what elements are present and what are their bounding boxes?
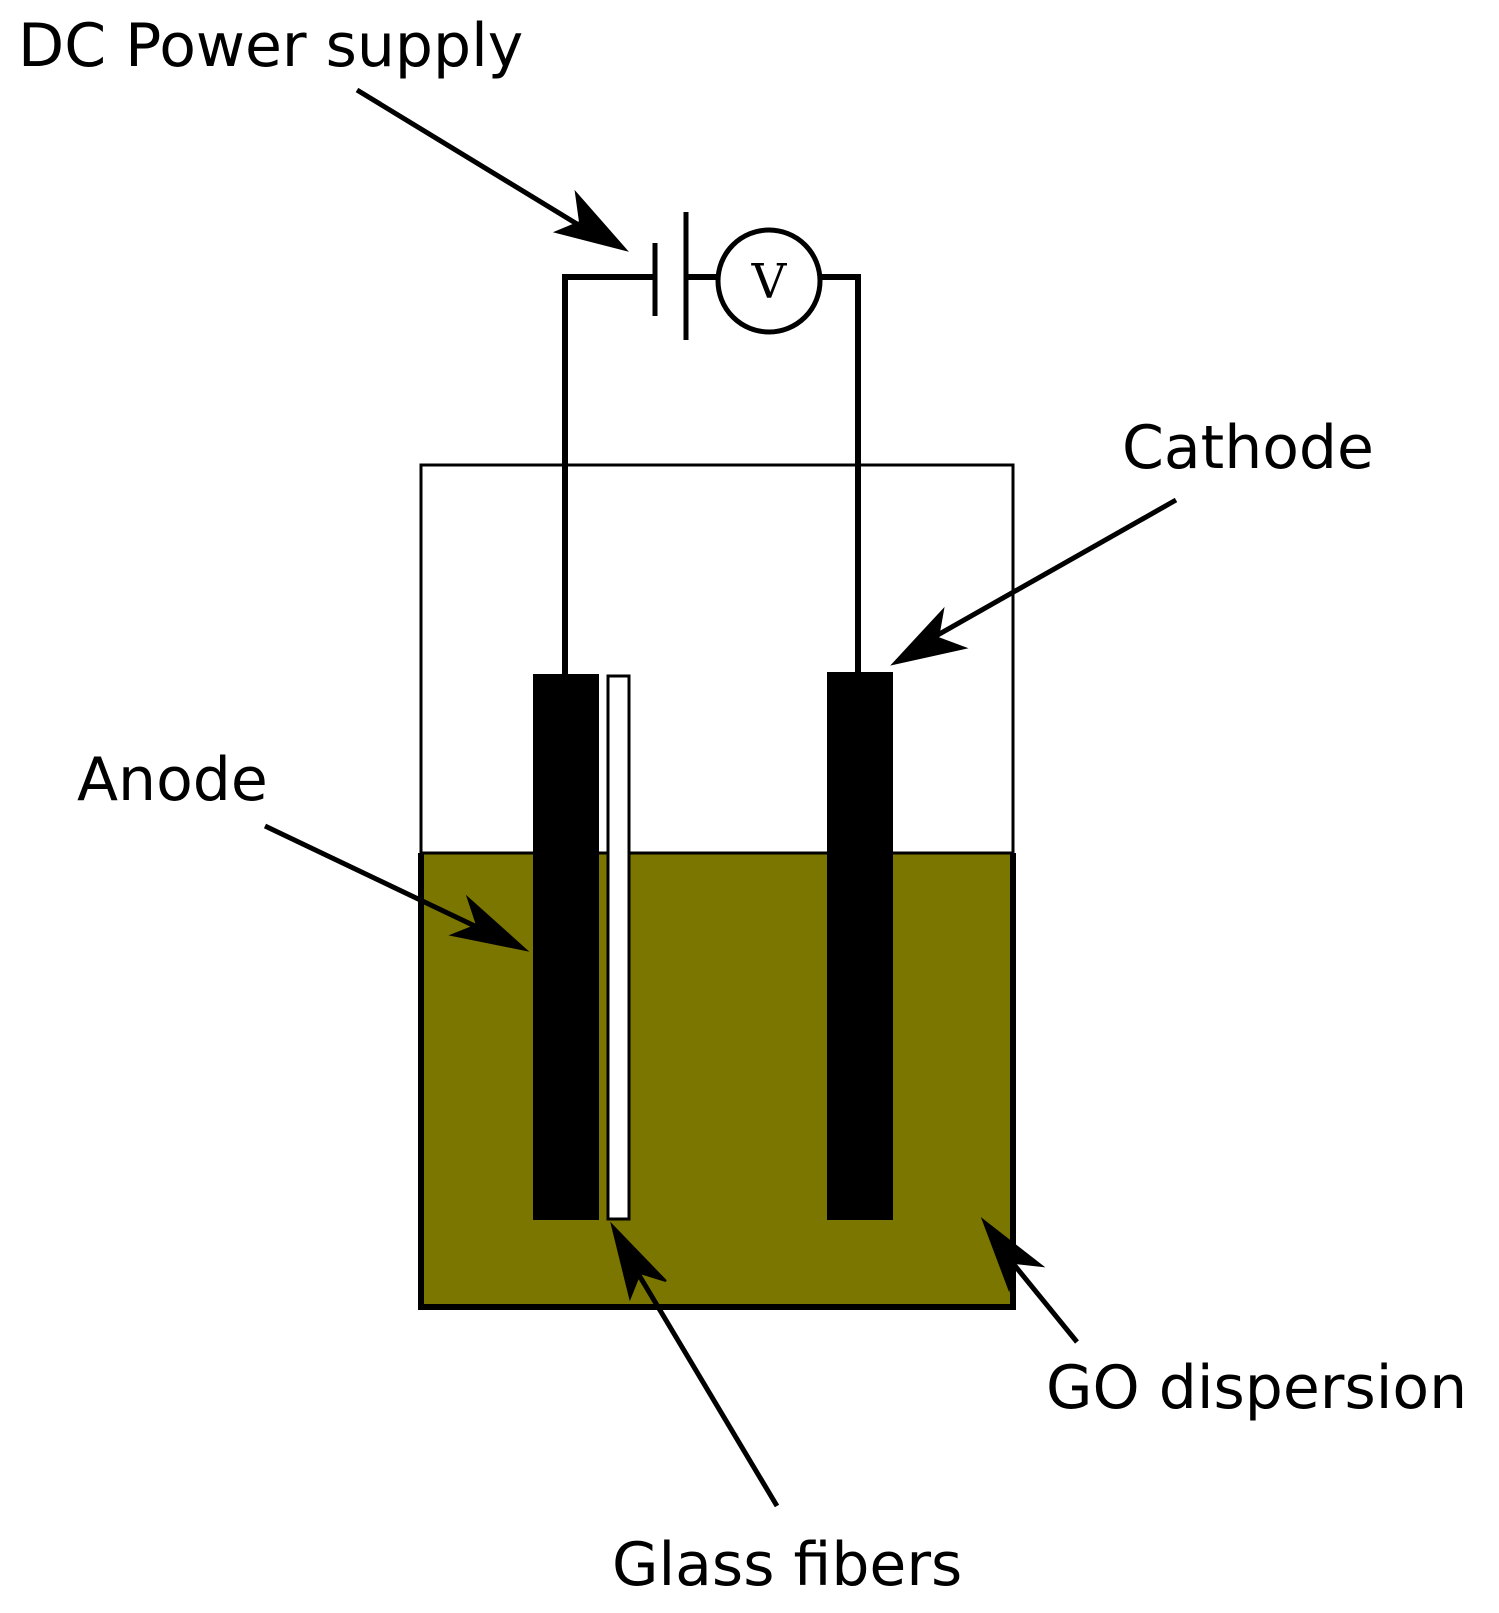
glass-fibers-label: Glass fibers [612, 1530, 962, 1600]
glass-fibers-arrow-shaft [621, 1248, 780, 1508]
go-dispersion-label: GO dispersion [1046, 1353, 1467, 1423]
power-supply-arrow-shaft [355, 87, 602, 241]
anode-arrow-shaft [263, 823, 502, 941]
anode-label: Anode [77, 745, 268, 815]
power-supply-arrow-head [552, 189, 629, 252]
voltmeter-letter: V [751, 254, 788, 310]
go-dispersion-liquid [422, 853, 1012, 1305]
beaker-lower-walls [418, 853, 1016, 1310]
glass-fiber-strip [606, 674, 631, 1221]
power-supply-label: DC Power supply [18, 11, 523, 81]
voltmeter-icon: V [715, 227, 823, 335]
cathode-label: Cathode [1122, 413, 1374, 483]
cathode-arrow-head [890, 606, 969, 666]
glass-fibers-arrow-head [610, 1221, 667, 1302]
anode-wire [562, 274, 655, 675]
go-dispersion-arrow-head [980, 1217, 1046, 1293]
cathode-electrode [827, 672, 893, 1220]
anode-electrode [533, 674, 599, 1220]
pointer-arrows [263, 87, 1178, 1508]
cathode-wire [820, 274, 861, 675]
labels: DC Power supply Cathode Anode Glass fibe… [18, 11, 1467, 1600]
cathode-arrow-shaft [918, 497, 1178, 648]
battery-cell-icon [652, 212, 689, 340]
voltmeter-circle [715, 227, 823, 335]
anode-arrow-head [448, 894, 530, 952]
beaker [418, 463, 1016, 1310]
circuit-wires [562, 274, 861, 675]
